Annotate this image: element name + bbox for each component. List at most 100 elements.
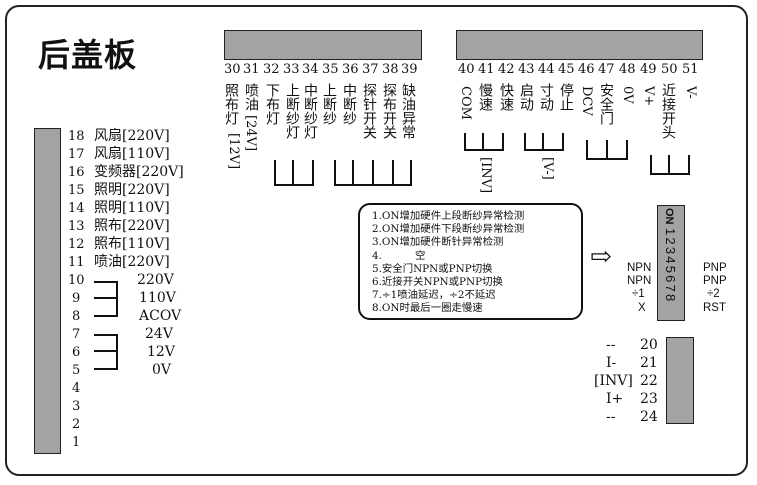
terminal-label-37: 探针开关 xyxy=(361,83,377,139)
note-line: 1.ON增加硬件上段断纱异常检测 xyxy=(372,210,525,222)
dip-left-label: NPN xyxy=(627,262,652,274)
dip-switch: ON 12345678 xyxy=(657,205,685,321)
terminal-label-39: 缺油异常 xyxy=(400,83,416,139)
dip-left-label: X xyxy=(638,302,646,314)
terminal-label-v-minus-b: [V-] xyxy=(540,157,555,180)
left-terminal-number: 11 xyxy=(68,255,85,270)
dip-right-label: PNP xyxy=(703,262,727,274)
terminal-label-45: 停止 xyxy=(558,83,574,111)
top-terminal-number: 34 xyxy=(302,62,319,77)
dip-on-label: ON xyxy=(663,208,675,225)
terminal-label-35: 上断纱 xyxy=(321,83,337,125)
note-line: 5.安全门NPN或PNP切换 xyxy=(372,262,493,275)
note-line: 4. 空 xyxy=(372,249,426,262)
jumper-bracket xyxy=(354,160,374,186)
left-terminal-number: 2 xyxy=(72,417,81,432)
jumper-bracket xyxy=(374,160,394,186)
dip-left-label: ÷1 xyxy=(632,288,645,300)
left-terminal-number: 1 xyxy=(72,435,81,450)
right-terminal-label: I- xyxy=(606,355,617,371)
terminal-label-47: 安全门 xyxy=(598,83,614,125)
jumper-bracket xyxy=(394,160,412,186)
jumper-bracket xyxy=(544,133,564,151)
right-terminal-label: I+ xyxy=(606,391,624,407)
terminal-strip-1-18 xyxy=(34,128,61,454)
left-terminal-number: 7 xyxy=(72,327,81,342)
jumper-bracket xyxy=(650,155,670,175)
terminal-label-34: 中断纱灯 xyxy=(302,83,318,139)
left-terminal-label: 24V xyxy=(145,326,173,342)
jumper-bracket xyxy=(586,140,608,160)
top-terminal-number: 51 xyxy=(682,62,699,77)
left-terminal-label: 110V xyxy=(139,290,176,306)
top-terminal-number: 44 xyxy=(538,62,555,77)
right-terminal-number: 20 xyxy=(640,337,658,353)
jumper-bracket xyxy=(94,281,118,299)
top-terminal-number: 46 xyxy=(578,62,595,77)
terminal-label-41: 慢速 xyxy=(477,83,493,111)
note-line: 8.ON时最后一圈走慢速 xyxy=(372,302,483,315)
left-terminal-label: 照明[220V] xyxy=(94,182,170,198)
jumper-bracket xyxy=(608,140,628,160)
left-terminal-number: 17 xyxy=(68,147,85,162)
left-terminal-number: 12 xyxy=(68,237,85,252)
jumper-bracket xyxy=(670,155,690,175)
left-terminal-label: 12V xyxy=(147,344,175,360)
note-line: 2.ON增加硬件下段断纱异常检测 xyxy=(372,223,525,236)
top-terminal-number: 35 xyxy=(322,62,339,77)
left-terminal-label: 风扇[110V] xyxy=(94,146,170,162)
right-terminal-number: 23 xyxy=(640,391,658,407)
terminal-label-31-24v: [24V] xyxy=(243,115,258,152)
dip-left-label: NPN xyxy=(627,275,652,287)
terminal-label-inv: [INV] xyxy=(478,157,493,194)
terminal-label-49-vplus: V+ xyxy=(641,86,656,107)
left-terminal-label: 220V xyxy=(137,272,174,288)
top-terminal-number: 38 xyxy=(382,62,399,77)
left-terminal-number: 10 xyxy=(68,273,85,288)
left-terminal-label: ACOV xyxy=(139,308,182,324)
left-terminal-label: 照布[110V] xyxy=(94,236,170,252)
top-terminal-number: 47 xyxy=(598,62,615,77)
left-terminal-label: 照明[110V] xyxy=(94,200,170,216)
left-terminal-label: 变频器[220V] xyxy=(94,164,184,180)
jumper-bracket xyxy=(484,133,504,151)
terminal-label-51-vminus: V- xyxy=(683,86,698,99)
top-terminal-number: 37 xyxy=(362,62,379,77)
jumper-bracket xyxy=(94,299,118,317)
back-cover-board xyxy=(5,5,748,476)
top-terminal-number: 40 xyxy=(458,62,475,77)
top-terminal-number: 45 xyxy=(558,62,575,77)
jumper-bracket xyxy=(94,334,118,352)
top-terminal-number: 31 xyxy=(243,62,260,77)
note-line: 3.ON增加硬件断针异常检测 xyxy=(372,236,504,249)
top-terminal-number: 39 xyxy=(401,62,418,77)
terminal-label-46-dcv: DCV xyxy=(579,86,594,116)
arrow-right-icon: ⇨ xyxy=(590,242,612,272)
terminal-label-30: 照布灯 xyxy=(223,83,239,125)
top-terminal-number: 42 xyxy=(498,62,515,77)
terminal-label-32: 下布灯 xyxy=(264,83,280,125)
left-terminal-number: 9 xyxy=(72,291,81,306)
top-terminal-number: 33 xyxy=(283,62,300,77)
right-terminal-number: 21 xyxy=(640,355,658,371)
right-terminal-number: 24 xyxy=(640,409,658,425)
jumper-bracket xyxy=(334,160,354,186)
top-terminal-number: 50 xyxy=(661,62,678,77)
right-terminal-label: [INV] xyxy=(594,373,633,389)
page-title: 后盖板 xyxy=(38,36,138,74)
terminal-label-30-12v: [12V] xyxy=(226,133,241,170)
right-terminal-label: -- xyxy=(606,337,616,353)
right-terminal-label: -- xyxy=(606,409,616,425)
terminal-label-44: 寸动 xyxy=(538,83,554,111)
top-terminal-number: 30 xyxy=(224,62,241,77)
jumper-bracket xyxy=(524,133,544,151)
jumper-bracket xyxy=(274,160,294,186)
terminal-label-40-com: COM xyxy=(458,86,473,120)
terminal-label-48-0v: 0V xyxy=(620,86,635,104)
jumper-bracket xyxy=(94,352,118,370)
top-terminal-number: 32 xyxy=(263,62,280,77)
right-terminal-number: 22 xyxy=(640,373,658,389)
terminal-strip-40-51 xyxy=(456,30,703,60)
terminal-label-42: 快速 xyxy=(498,83,514,111)
terminal-label-50: 近接开头 xyxy=(660,83,676,139)
